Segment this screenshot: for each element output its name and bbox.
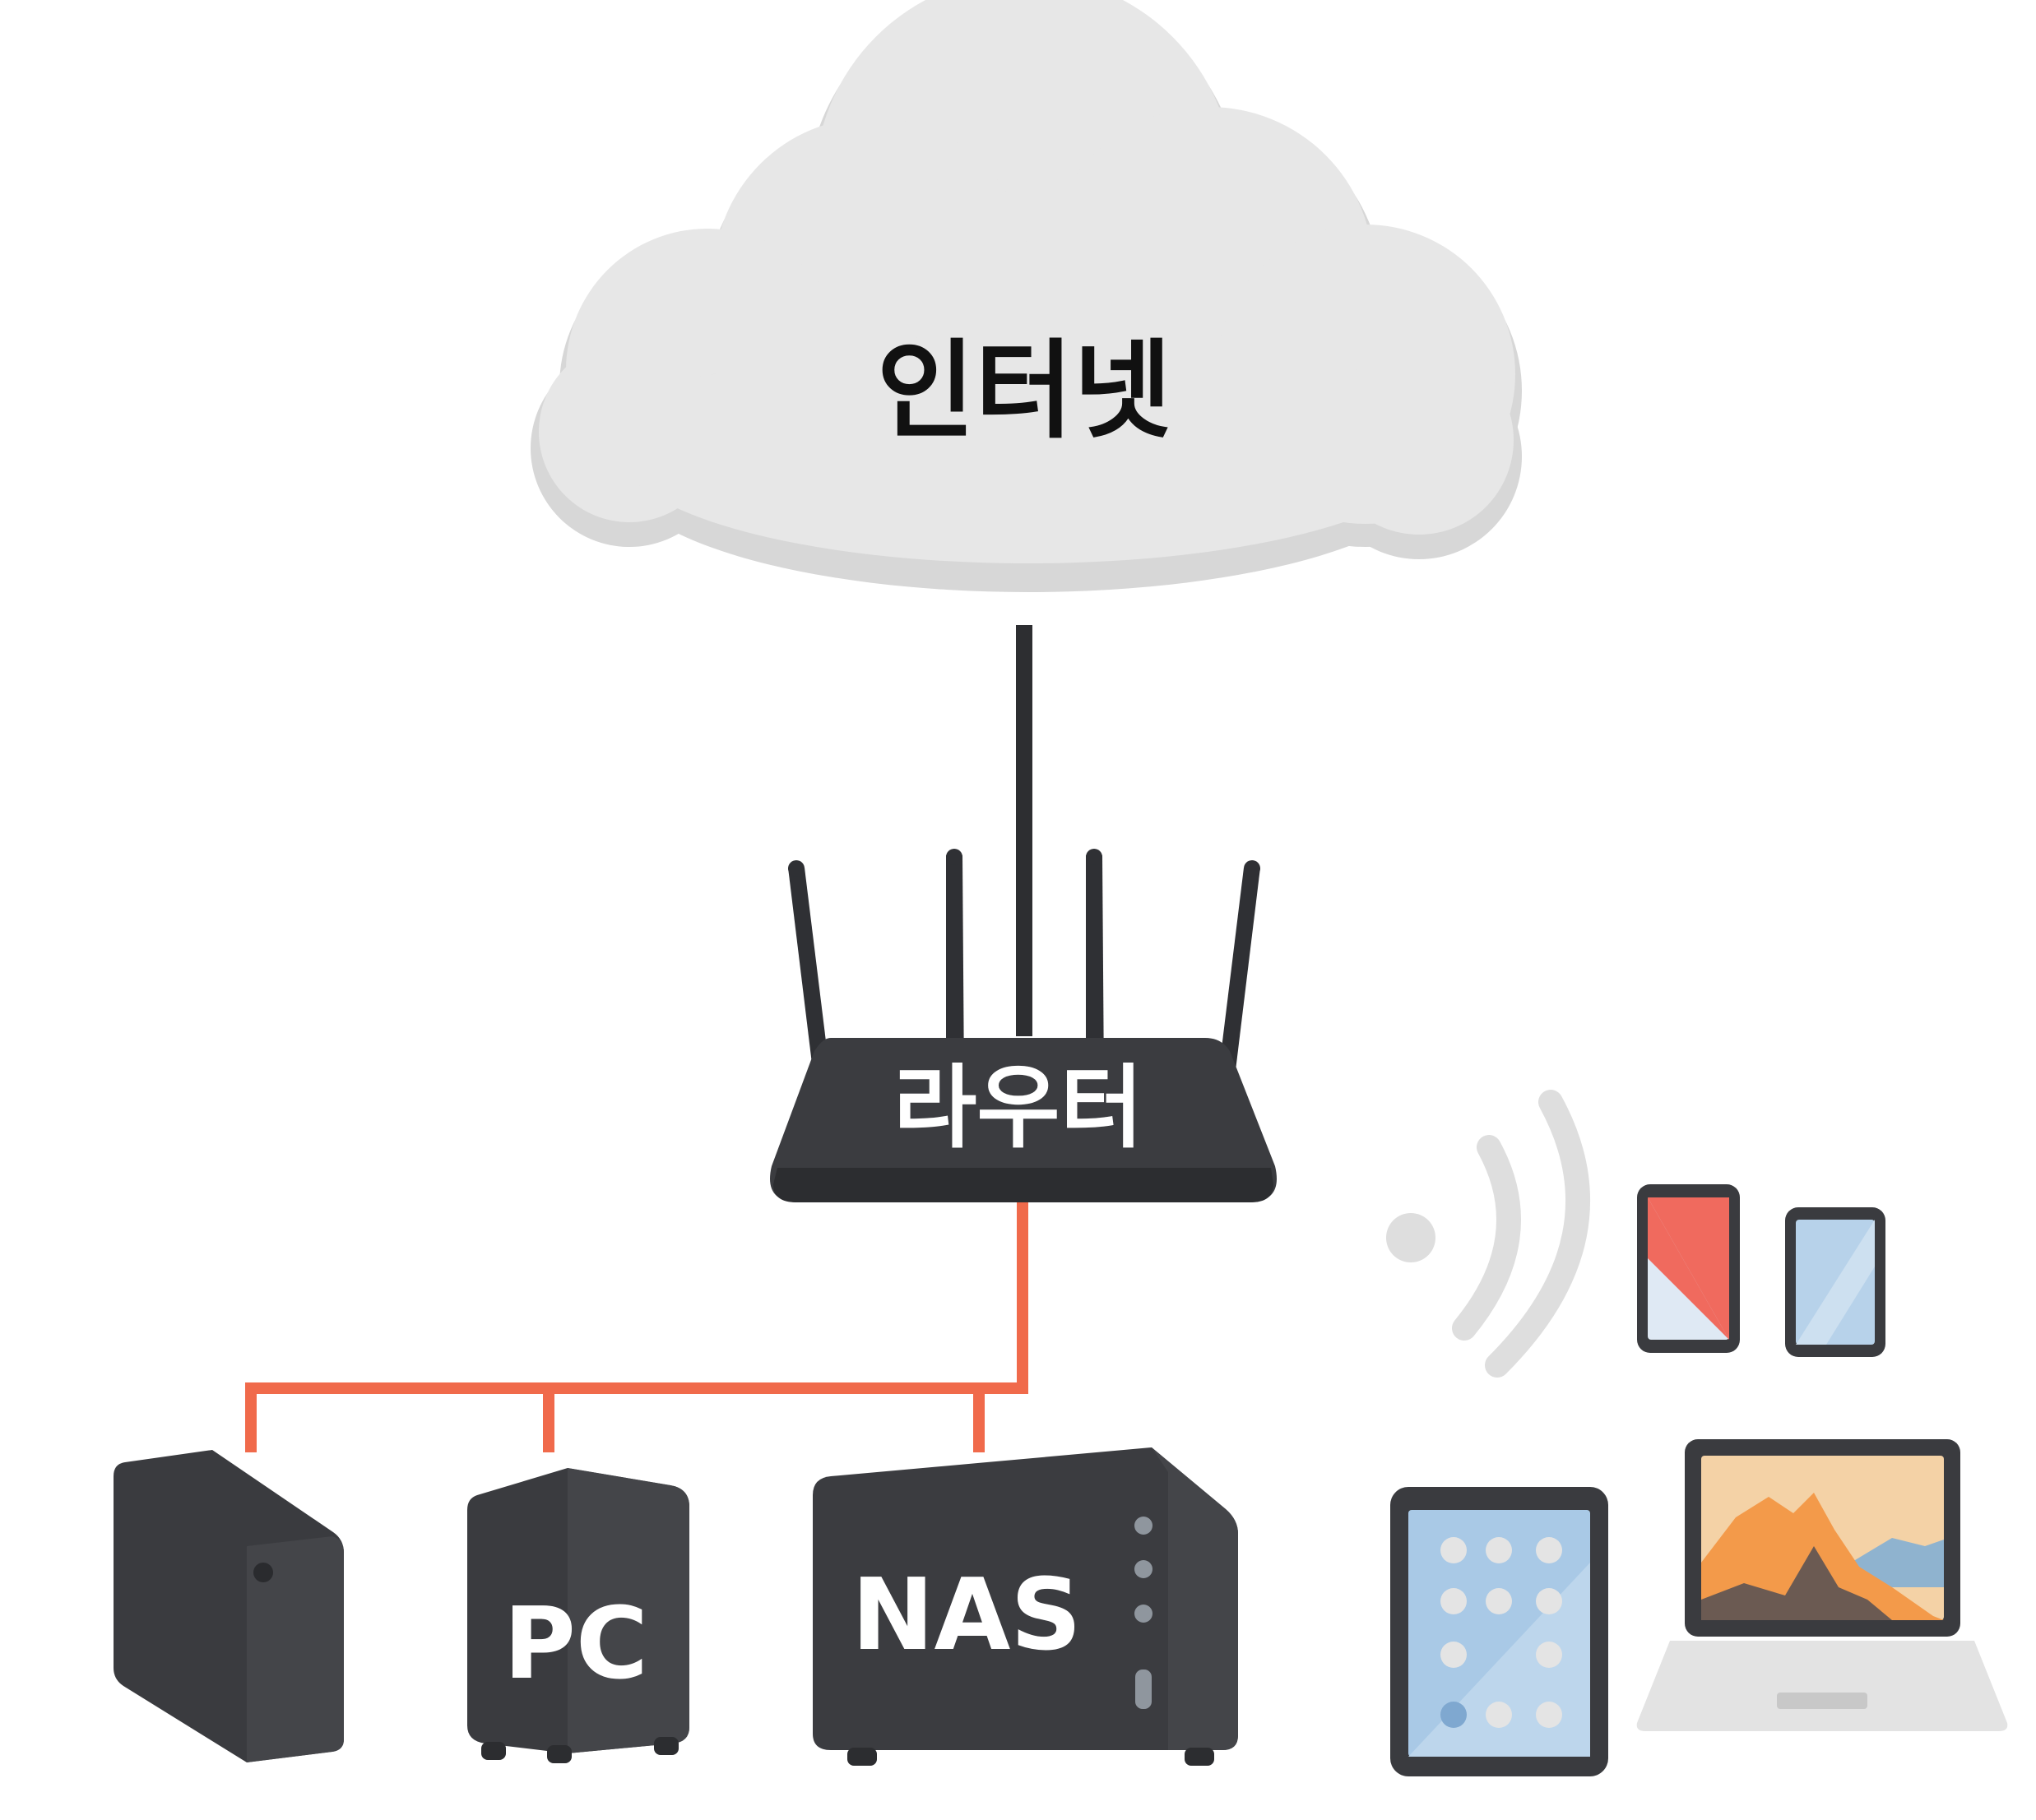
desktop-box [114,1450,344,1762]
nas-indicator-2 [1134,1560,1152,1578]
internet-cloud: 인터넷 [531,0,1522,592]
smartphone-icon [1785,1207,1885,1357]
router: 라우터 [770,849,1277,1202]
pc-tower: PC [467,1468,689,1763]
desktop-box-icon [114,1450,344,1762]
nas-indicator-1 [1134,1517,1152,1535]
lan-cable-drop-pc [543,1382,554,1452]
cloud-icon [531,0,1522,592]
power-led [253,1563,273,1582]
router-label: 라우터 [893,1055,1143,1160]
tablet-icon [1390,1487,1608,1776]
smartphone-red [1637,1184,1740,1353]
pc-label: PC [503,1587,648,1702]
lan-cable-drop-box [245,1382,257,1452]
router-icon [770,849,1277,1202]
nas: NAS [813,1447,1238,1766]
internet-label: 인터넷 [877,328,1172,453]
pc-tower-icon [467,1468,689,1763]
lan-cable-bus [245,1382,1028,1394]
lan-cables [245,1201,1028,1452]
nas-indicator-3 [1134,1605,1152,1623]
nas-drive-slot [1135,1669,1152,1709]
lan-cable-drop-nas [973,1382,985,1452]
nas-label: NAS [851,1558,1082,1673]
nas-icon [813,1447,1238,1766]
wifi-signal [1386,1090,1590,1378]
lan-cable-router-down [1017,1201,1028,1394]
smartphone-blue [1785,1207,1885,1357]
uplink-cable [1016,625,1032,1036]
wifi-signal-icon [1386,1090,1590,1378]
laptop-icon [1636,1439,2008,1731]
laptop [1636,1439,2008,1731]
tablet [1390,1487,1608,1776]
smartphone-icon [1637,1184,1740,1353]
